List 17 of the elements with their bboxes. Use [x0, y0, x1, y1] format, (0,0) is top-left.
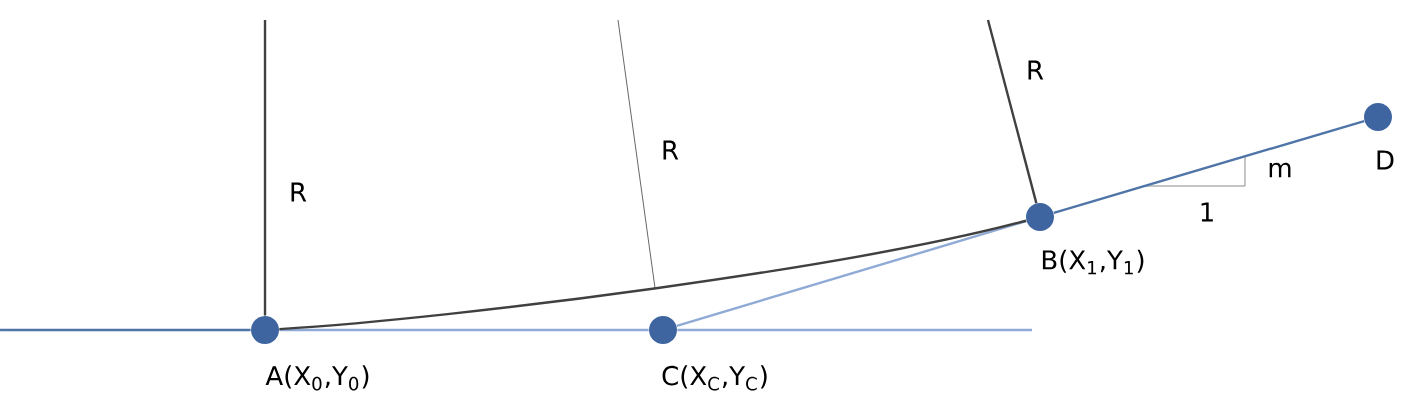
point-label: A(X$_{0}$,Y$_{0}$) [265, 365, 369, 391]
line [986, 19, 1038, 204]
line [263, 20, 267, 316]
line [0, 328, 251, 332]
line [1053, 119, 1365, 215]
line [676, 219, 1027, 327]
radius-label: R [663, 140, 679, 160]
line [279, 219, 1027, 331]
edge-label: R [1023, 58, 1047, 82]
point-label: B(X$_{1}$,Y$_{1}$) [1042, 249, 1144, 275]
slope-label: 1 [1201, 202, 1213, 222]
line [279, 328, 649, 332]
edge-label: R [287, 180, 310, 204]
line [677, 328, 1032, 332]
slope-label: m [1269, 162, 1291, 178]
point-label: D [1377, 150, 1394, 170]
point-label: C(X$_{C}$,Y$_{C}$) [662, 365, 767, 391]
